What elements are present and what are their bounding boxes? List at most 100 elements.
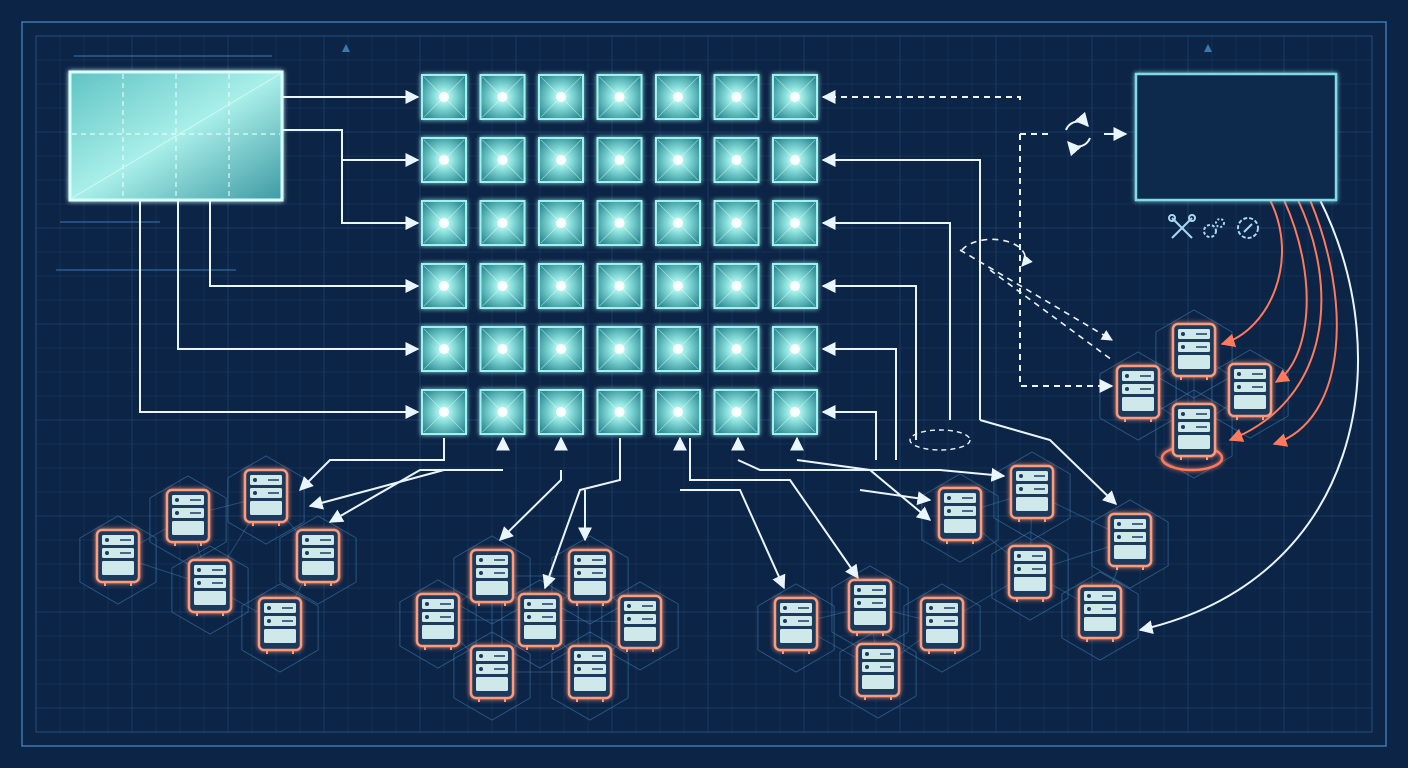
- processing-tile: [772, 263, 818, 309]
- server-icon: [469, 644, 515, 702]
- server-icon: [1227, 362, 1273, 420]
- connection-arrow: [821, 216, 951, 420]
- processing-tile: [713, 137, 760, 183]
- monitor-panel: [1134, 72, 1338, 202]
- server-icon: [919, 596, 965, 654]
- connection-arrow: [821, 405, 877, 460]
- gears-icon: [1203, 218, 1225, 238]
- processing-tile: [596, 389, 643, 435]
- server-icon: [847, 578, 893, 636]
- processing-tile: [655, 326, 701, 372]
- orange-link: [1220, 199, 1283, 348]
- processing-tile: [538, 389, 584, 435]
- orange-link: [1228, 199, 1323, 442]
- processing-tile: [772, 326, 818, 372]
- connection-arrows: [139, 90, 1360, 635]
- server-icon: [617, 594, 663, 652]
- server-icon: [243, 468, 289, 526]
- processing-tile: [772, 137, 818, 183]
- connection-arrow: [499, 470, 562, 541]
- server-icon: [1171, 402, 1217, 460]
- processing-tile: [421, 137, 467, 183]
- connection-arrow: [689, 438, 859, 580]
- connection-arrow: [177, 200, 420, 356]
- connection-arrow: [282, 129, 420, 167]
- server-icon: [1009, 464, 1055, 522]
- compass-icon: [1237, 217, 1259, 239]
- processing-grid: [421, 74, 818, 435]
- processing-tile: [772, 389, 818, 435]
- server-icon: [517, 592, 563, 650]
- connection-arrow: [209, 200, 420, 293]
- processing-tile: [596, 200, 643, 246]
- processing-tile: [421, 389, 467, 435]
- processing-tile: [538, 74, 584, 120]
- processing-tile: [596, 326, 643, 372]
- connection-arrow: [542, 438, 621, 590]
- connection-arrow: [308, 469, 445, 510]
- server-icon: [1107, 512, 1153, 570]
- server-icon: [469, 548, 515, 606]
- server-icon: [257, 596, 303, 654]
- server-icon: [855, 642, 901, 700]
- server-icon: [1171, 322, 1217, 380]
- processing-tile: [479, 137, 526, 183]
- connection-arrow: [341, 160, 420, 230]
- connection-arrow: [821, 153, 981, 420]
- processing-tile: [538, 137, 584, 183]
- processing-tile: [713, 200, 760, 246]
- server-icon: [1007, 544, 1053, 602]
- processing-tile: [596, 263, 643, 309]
- processing-tile: [655, 389, 701, 435]
- processing-tile: [479, 74, 526, 120]
- processing-tile: [421, 200, 467, 246]
- processing-tile: [538, 263, 584, 309]
- connection-arrow: [680, 489, 786, 590]
- connection-arrow: [796, 459, 932, 521]
- processing-tile: [538, 326, 584, 372]
- connection-arrow: [859, 489, 932, 506]
- processing-tile: [421, 74, 467, 120]
- processing-tile: [772, 74, 818, 120]
- processing-tile: [655, 137, 701, 183]
- processing-tile: [479, 200, 526, 246]
- processing-tile: [538, 200, 584, 246]
- connection-arrow: [821, 90, 1021, 104]
- processing-tile: [479, 389, 526, 435]
- outer-frame: [21, 21, 1387, 747]
- processing-tile: [596, 74, 643, 120]
- server-icon: [937, 486, 983, 544]
- server-icon: [95, 528, 141, 586]
- connection-arrow: [979, 419, 1118, 505]
- server-icon: [567, 644, 613, 702]
- connection-arrow: [821, 279, 917, 440]
- processing-tile: [655, 263, 701, 309]
- server-icon: [773, 596, 819, 654]
- server-icon: [1115, 364, 1161, 422]
- orange-link: [1274, 199, 1308, 383]
- connection-arrow: [821, 342, 897, 460]
- connection-arrow: [737, 459, 1006, 482]
- processing-tile: [421, 263, 467, 309]
- server-icon: [165, 488, 211, 546]
- tools-icon: [1168, 214, 1196, 239]
- processing-tile: [421, 326, 467, 372]
- processing-tile: [713, 74, 760, 120]
- feedback-arrow: [1138, 199, 1360, 635]
- server-icon: [1077, 584, 1123, 642]
- server-icon: [187, 558, 233, 616]
- processing-tile: [655, 74, 701, 120]
- processing-tile: [713, 326, 760, 372]
- processing-tile: [596, 137, 643, 183]
- processing-tile: [713, 263, 760, 309]
- processing-tile: [713, 389, 760, 435]
- input-panel: [68, 70, 284, 202]
- server-icon: [415, 592, 461, 650]
- server-icon: [295, 528, 341, 586]
- connection-arrow: [139, 200, 420, 419]
- processing-tile: [655, 200, 701, 246]
- server-nodes: [95, 322, 1273, 702]
- connection-arrow: [299, 438, 445, 491]
